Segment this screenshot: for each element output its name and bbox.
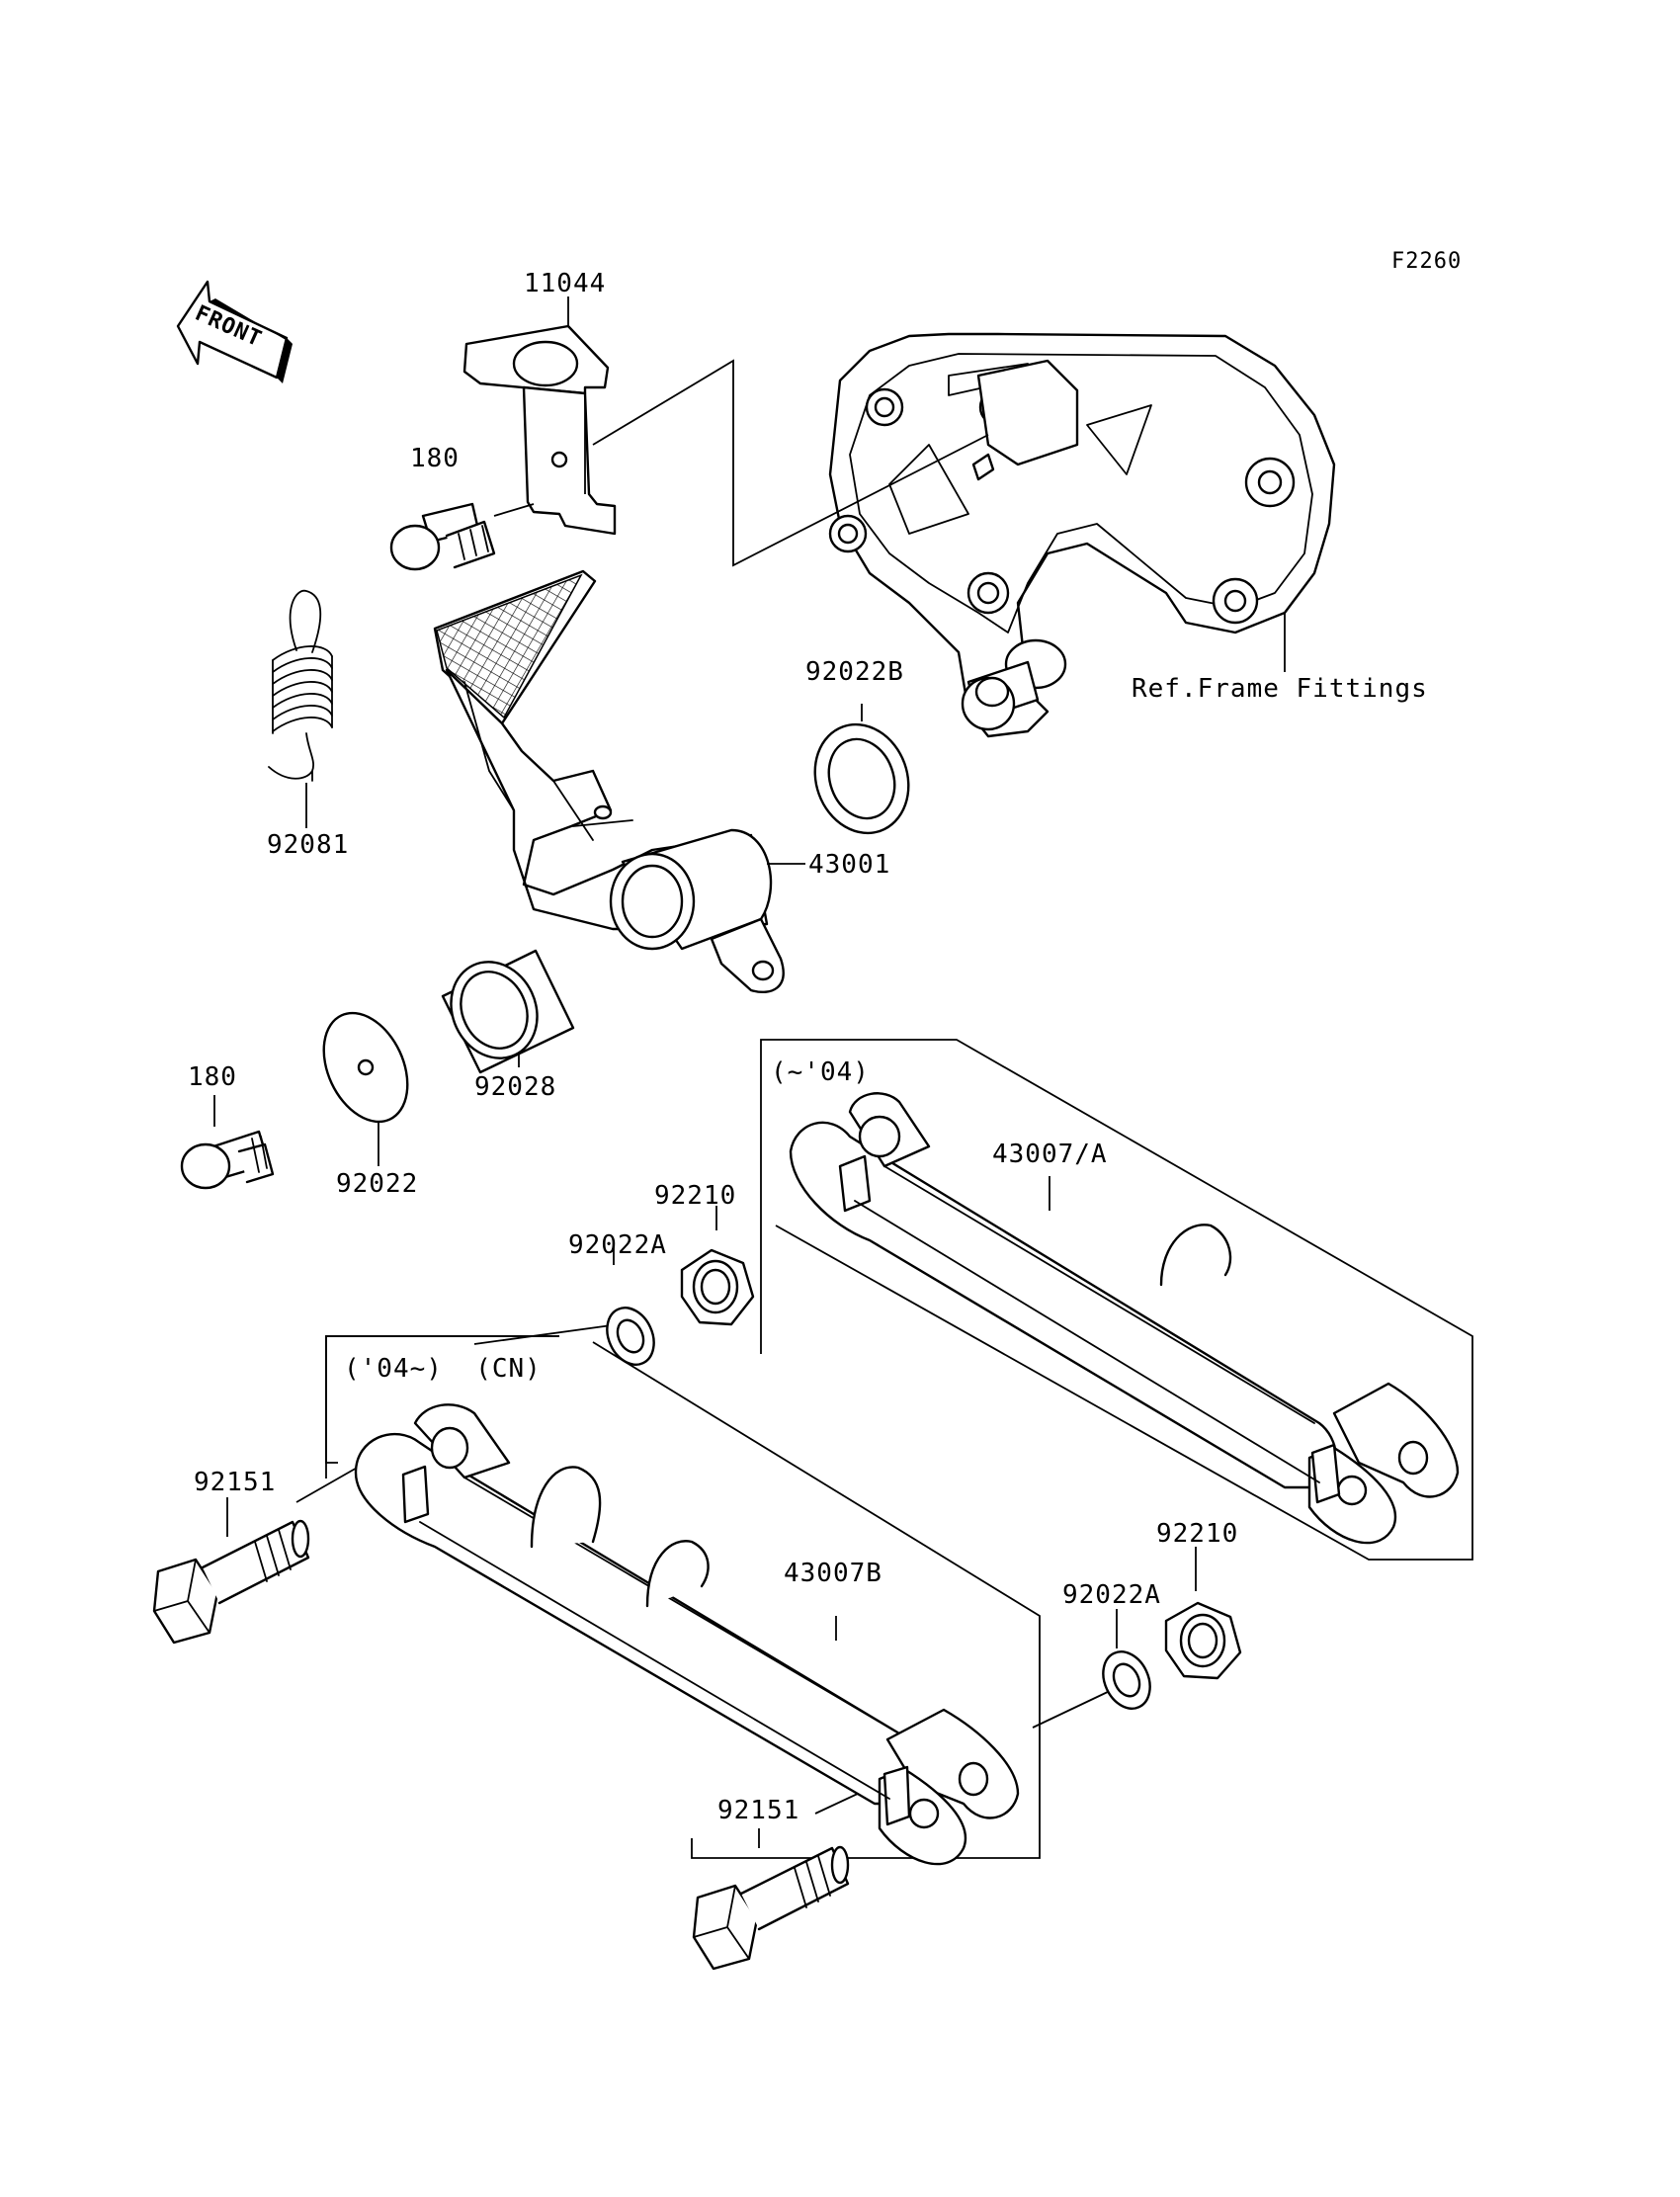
label-92022A-lower: 92022A — [1062, 1580, 1161, 1610]
label-92028: 92028 — [474, 1072, 556, 1102]
rod-43007B — [354, 1403, 1020, 1866]
label-11044: 11044 — [524, 269, 606, 298]
front-arrow-icon: FRONT — [176, 280, 293, 383]
label-92210-upper: 92210 — [654, 1181, 736, 1211]
reference-note: Ref.Frame Fittings — [1132, 674, 1428, 704]
group-box-late — [325, 1335, 559, 1479]
bolt-92151-left — [152, 1519, 310, 1645]
label-92022B: 92022B — [805, 657, 904, 687]
bolt-180-upper — [389, 502, 496, 571]
label-43007A: 43007/A — [992, 1140, 1108, 1169]
label-92022A-upper: 92022A — [568, 1230, 667, 1260]
washer-92022A-upper — [606, 1307, 655, 1366]
nut-92210-lower — [1164, 1601, 1242, 1680]
label-92022: 92022 — [336, 1169, 418, 1199]
bolt-92151-bottom — [692, 1845, 850, 1971]
frame-fitting — [828, 332, 1336, 738]
collar-92028 — [441, 949, 575, 1074]
label-180-upper: 180 — [410, 444, 460, 473]
diagram-code: F2260 — [1391, 249, 1462, 274]
spring-92081 — [268, 589, 333, 782]
label-92151-left: 92151 — [194, 1468, 276, 1497]
group-label-late: ('04~) (CN) — [344, 1354, 542, 1384]
label-92151-bottom: 92151 — [717, 1796, 799, 1825]
washer-92022B — [813, 722, 910, 835]
part-labels: 11044 180 92081 92022B 43001 180 92022 9… — [188, 269, 1428, 1825]
washer-92022 — [322, 1011, 409, 1124]
rod-43007A — [789, 1092, 1460, 1545]
label-92210-lower: 92210 — [1156, 1519, 1238, 1549]
nut-92210-upper — [680, 1248, 755, 1326]
brake-pedal-43001 — [433, 569, 785, 994]
label-43007B: 43007B — [784, 1559, 882, 1588]
label-180-lower: 180 — [188, 1062, 237, 1092]
label-92081: 92081 — [267, 830, 349, 860]
bracket-11044 — [462, 324, 617, 536]
bolt-180-lower — [180, 1130, 275, 1190]
group-box-early — [760, 1039, 1473, 1561]
label-43001: 43001 — [808, 850, 890, 880]
group-label-early: (~'04) — [771, 1057, 870, 1087]
washer-92022A-lower — [1102, 1650, 1151, 1710]
